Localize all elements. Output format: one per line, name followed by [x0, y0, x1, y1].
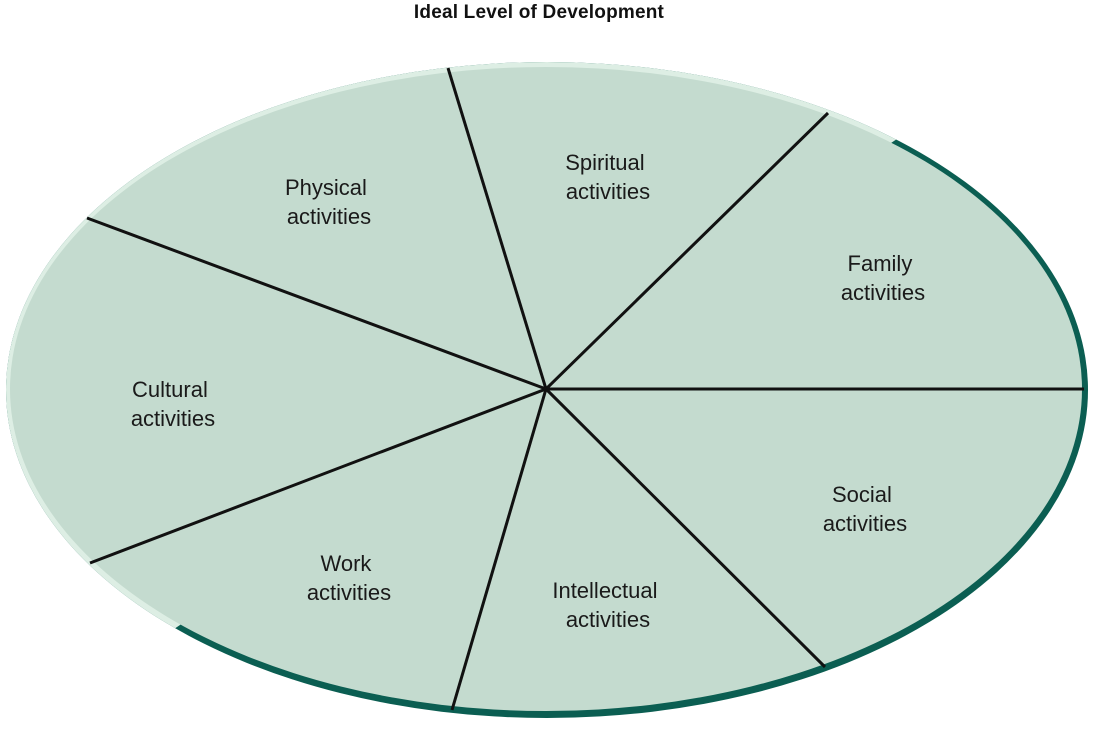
divider-spiritual-physical [446, 67, 548, 390]
segment-label-family-line2: activities [841, 280, 925, 305]
segment-label-intellectual-line2: activities [566, 607, 650, 632]
segment-label-work-line2: activities [307, 580, 391, 605]
segment-label-family: Family activities [841, 251, 925, 305]
segment-label-intellectual-line1: Intellectual [552, 578, 657, 603]
segment-label-spiritual-line2: activities [566, 179, 650, 204]
divider-work-cultural [89, 387, 547, 565]
segment-label-spiritual: Spiritual activities [565, 150, 651, 204]
segment-label-physical-line2: activities [287, 204, 371, 229]
segment-label-physical: Physical activities [285, 175, 373, 229]
divider-intellectual-work [450, 388, 548, 711]
segment-label-social: Social activities [823, 482, 907, 536]
segment-label-work-line1: Work [320, 551, 372, 576]
divider-lines [86, 67, 1084, 711]
divider-social-intellectual [544, 387, 827, 669]
segment-label-cultural-line1: Cultural [132, 377, 208, 402]
segment-label-spiritual-line1: Spiritual [565, 150, 644, 175]
divider-spiritual-family [544, 111, 830, 391]
segment-label-cultural: Cultural activities [131, 377, 215, 431]
segment-label-intellectual: Intellectual activities [552, 578, 663, 632]
divider-cultural-physical [86, 216, 547, 391]
diagram-title: Ideal Level of Development [413, 2, 665, 23]
segment-label-work: Work activities [307, 551, 391, 605]
segment-label-family-line1: Family [848, 251, 913, 276]
segment-label-social-line1: Social [832, 482, 892, 507]
segment-label-social-line2: activities [823, 511, 907, 536]
segment-label-cultural-line2: activities [131, 406, 215, 431]
segment-label-physical-line1: Physical [285, 175, 367, 200]
